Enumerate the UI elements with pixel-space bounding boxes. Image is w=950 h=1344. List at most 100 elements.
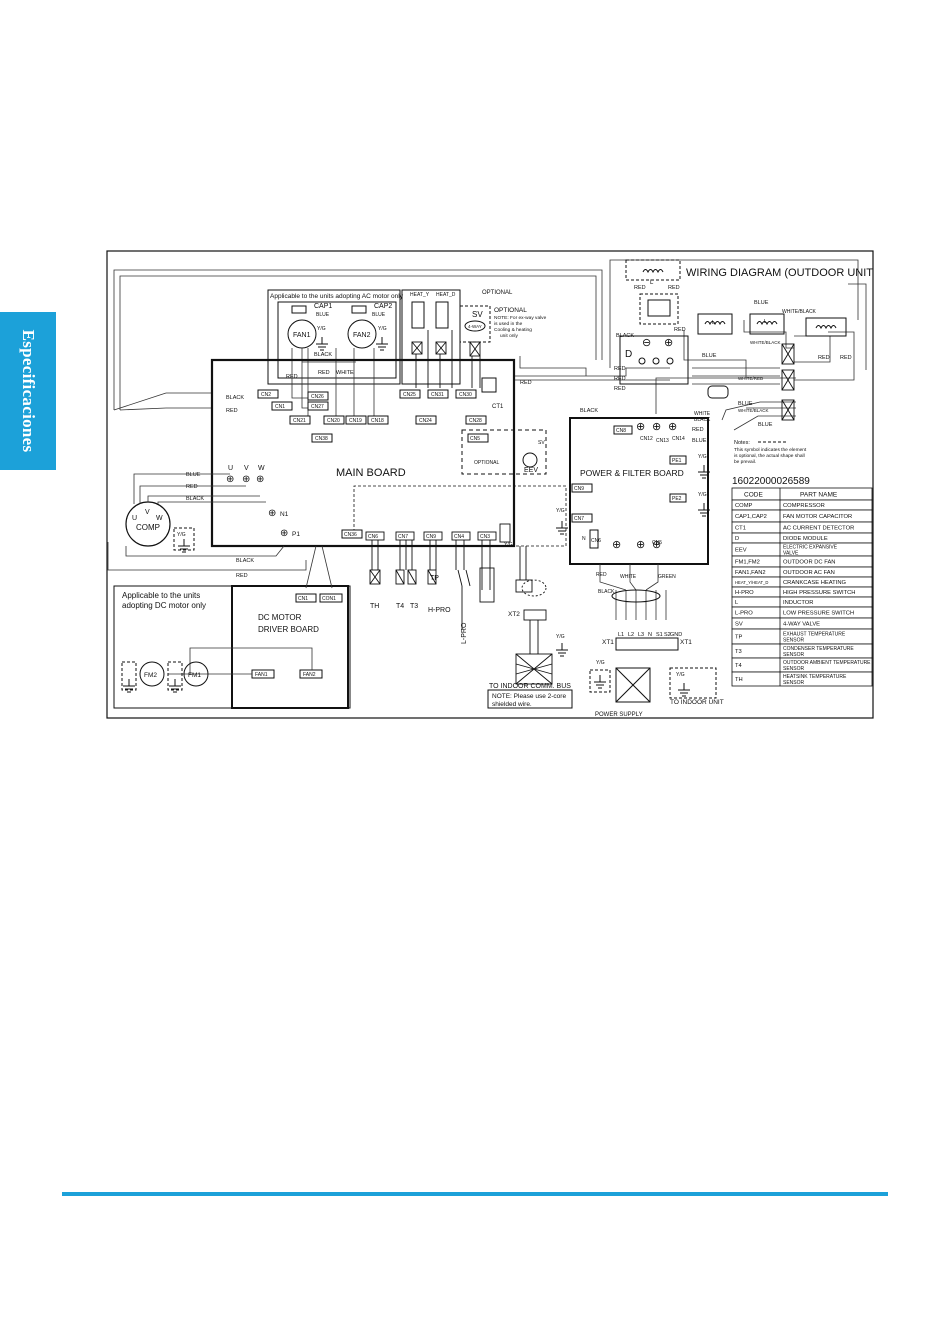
connector-label: CN6 xyxy=(368,534,378,540)
terminal-label: S2 xyxy=(664,632,671,638)
ac-motor-note: Applicable to the units adopting AC moto… xyxy=(270,293,404,300)
wire-label: Y/G xyxy=(317,326,326,332)
table-code: H-PRO xyxy=(735,590,754,596)
dc-motor-note: adopting DC motor only xyxy=(122,601,206,610)
table-part-name: DIODE MODULE xyxy=(783,536,828,542)
wire-label: RED xyxy=(236,573,248,579)
table-part-name: HEATSINK TEMPERATURE xyxy=(783,674,847,680)
table-part-name: COMPRESSOR xyxy=(783,503,825,509)
terminal-symbol: ⊕ xyxy=(668,421,677,433)
wire-label: BLUE xyxy=(372,312,386,318)
connector-label: CN31 xyxy=(431,392,444,398)
table-row xyxy=(731,671,873,687)
table-code: D xyxy=(735,536,739,542)
terminal-symbol: ⊕ xyxy=(652,539,661,551)
table-code: EEV xyxy=(735,548,747,554)
sv-note: unit only xyxy=(500,333,518,339)
connector-label: FAN2 xyxy=(303,672,316,678)
connector-label: CN14 xyxy=(672,436,685,442)
connector-label: CN20 xyxy=(327,418,340,424)
wire-label: BLACK xyxy=(186,496,204,502)
table-code: L-PRO xyxy=(735,611,753,617)
wire-label: Y/G xyxy=(698,492,707,498)
connector-label: PE2 xyxy=(672,496,682,502)
connector-label: CN30 xyxy=(459,392,472,398)
wire-label: RED xyxy=(186,484,198,490)
wire-label: WHITE xyxy=(336,370,354,376)
connector-label: CN24 xyxy=(419,418,432,424)
table-part-name: OUTDOOR DC FAN xyxy=(783,560,836,566)
table-code: TP xyxy=(735,635,743,641)
uvw-w: W xyxy=(258,465,265,472)
dc-motor-note: Applicable to the units xyxy=(122,591,200,600)
notes-heading: Notes: xyxy=(734,440,750,446)
cap2-label: CAP2 xyxy=(374,303,392,310)
connector-label: CN18 xyxy=(371,418,384,424)
terminal-label: GND xyxy=(670,632,682,638)
wire-label: Y/G xyxy=(556,508,565,514)
wire-label: Y/G xyxy=(698,454,707,460)
connector-label: CN27 xyxy=(311,404,324,410)
wire-label: BLUE xyxy=(316,312,330,318)
wire-label: BLUE xyxy=(754,300,769,306)
terminal-u: U xyxy=(132,515,137,522)
sv-label: SV xyxy=(472,310,483,319)
table-code: L xyxy=(735,600,739,606)
terminal-u-symbol: ⊕ xyxy=(226,474,234,485)
connector-label: CN21 xyxy=(293,418,306,424)
wire-label: WHITE xyxy=(694,411,711,417)
table-part-name: HIGH PRESSURE SWITCH xyxy=(783,590,855,596)
table-part-name: VALVE xyxy=(783,551,799,557)
wire-label: BLACK xyxy=(226,395,244,401)
compressor-label: COMP xyxy=(136,523,160,532)
wire-label: BLUE xyxy=(692,438,707,444)
terminal-symbol: ⊕ xyxy=(636,421,645,433)
wire-label: Y/G xyxy=(378,326,387,332)
fan1-label: FAN1 xyxy=(293,332,311,339)
wire-label: BLUE xyxy=(738,401,753,407)
connector-label: CN3 xyxy=(480,534,490,540)
wire-label: WHITE/BLACK xyxy=(738,408,769,413)
main-board-label: MAIN BOARD xyxy=(336,467,406,479)
wire-label: Y/G xyxy=(177,532,186,538)
diagram-title: WIRING DIAGRAM (OUTDOOR UNIT xyxy=(686,267,873,279)
eev-label: EEV xyxy=(524,467,538,474)
table-part-name: EXHAUST TEMPERATURE xyxy=(783,632,846,638)
connector-label: CN36 xyxy=(344,532,357,538)
connector-label: CN1 xyxy=(298,596,308,602)
connector-label: CN9 xyxy=(574,486,584,492)
wire-label: WHITE/BLACK xyxy=(750,340,781,345)
connector-label: CN12 xyxy=(640,436,653,442)
connector-label: CN13 xyxy=(656,438,669,444)
connector-label: FAN1 xyxy=(255,672,268,678)
inductor-label: L xyxy=(650,280,654,286)
table-part-name: FAN MOTOR CAPACITOR xyxy=(783,514,852,520)
wire-label: RED xyxy=(614,386,626,392)
tp-label: TP xyxy=(430,575,439,582)
connector-label: CN9 xyxy=(426,534,436,540)
terminal-label: S1 xyxy=(656,632,663,638)
wire-label: GREEN xyxy=(658,574,676,580)
diode-plus: ⊕ xyxy=(664,337,673,349)
p1-label: P1 xyxy=(292,531,300,538)
comm-bus-label: TO INDOOR COMM. BUS xyxy=(489,683,571,690)
section-tab-label: Especificaciones xyxy=(19,329,38,453)
part-number: 16022000026589 xyxy=(732,476,810,487)
terminal-label: L2 xyxy=(628,632,634,638)
wire-label: RED xyxy=(226,408,238,414)
wire-label: WHITE/RED xyxy=(738,376,764,381)
wire-label: WHITE/BLACK xyxy=(782,309,817,315)
connector-label: CN19 xyxy=(349,418,362,424)
wire-label: RED xyxy=(692,427,704,433)
wire-label: BLACK xyxy=(314,352,332,358)
terminal-v-symbol: ⊕ xyxy=(242,474,250,485)
shield-note: shielded wire. xyxy=(492,701,532,708)
table-part-name: CONDENSER TEMPERATURE xyxy=(783,646,854,652)
terminal-label: N xyxy=(648,632,652,638)
table-part-name: 4-WAY VALVE xyxy=(783,622,820,628)
diode-minus: ⊖ xyxy=(642,337,651,349)
wire-label: BLUE xyxy=(702,353,717,359)
dc-board-label: DC MOTOR xyxy=(258,613,302,622)
footer-rule xyxy=(62,1192,888,1196)
wire-label: BLACK xyxy=(236,558,254,564)
